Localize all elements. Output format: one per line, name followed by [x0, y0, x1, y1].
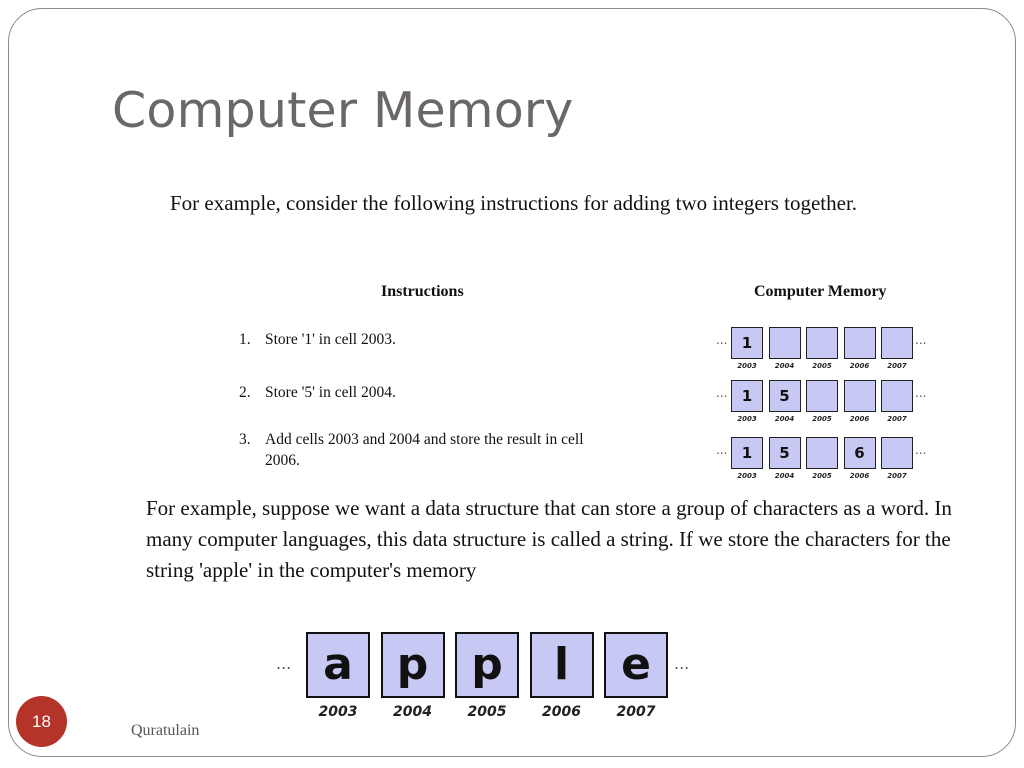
instruction-text: Store '5' in cell 2004.	[265, 384, 396, 401]
memory-address: 2004	[774, 362, 795, 370]
ellipsis-left: ...	[716, 333, 728, 347]
memory-cell: 1	[731, 380, 763, 412]
memory-address: 2003	[737, 415, 757, 423]
memory-address: 2007	[887, 472, 907, 480]
memory-address: 2007	[887, 415, 907, 423]
memory-cell	[881, 380, 913, 412]
string-char-cell: p	[380, 632, 445, 698]
string-char-cell: l	[529, 632, 594, 698]
memory-address: 2003	[737, 472, 757, 480]
ellipsis-right: ...	[915, 333, 927, 347]
memory-cell	[881, 327, 913, 359]
memory-address: 2006	[849, 362, 870, 370]
ellipsis-right: ...	[915, 386, 927, 400]
string-char-address: 2003	[318, 704, 358, 720]
memory-address: 2003	[737, 362, 757, 370]
string-char-address: 2006	[542, 704, 581, 720]
memory-header: Computer Memory	[754, 283, 887, 300]
memory-cell	[806, 327, 838, 359]
memory-cell	[881, 437, 913, 469]
memory-address: 2005	[812, 362, 832, 370]
memory-address: 2006	[849, 472, 870, 480]
string-char-address: 2004	[393, 704, 432, 720]
instruction-text: Store '1' in cell 2003.	[265, 331, 396, 348]
memory-cell	[806, 380, 838, 412]
memory-cell: 6	[843, 437, 876, 469]
memory-address: 2006	[849, 415, 870, 423]
memory-address: 2004	[774, 472, 795, 480]
instruction-number: 1.	[239, 331, 251, 348]
string-char-cell: a	[306, 632, 370, 698]
body-paragraph: For example, suppose we want a data stru…	[146, 496, 952, 582]
memory-address: 2005	[812, 415, 832, 423]
memory-cell: 5	[768, 380, 801, 412]
memory-cell: 5	[768, 437, 801, 469]
instructions-header: Instructions	[381, 283, 464, 300]
string-char-cell: p	[455, 632, 519, 698]
footer-author: Quratulain	[131, 722, 200, 739]
slide-title: Computer Memory	[112, 82, 574, 139]
ellipsis-left: ...	[276, 654, 292, 673]
page-number-badge: 18	[16, 696, 67, 747]
instruction-number: 2.	[239, 384, 251, 401]
intro-text: For example, consider the following inst…	[170, 191, 858, 215]
memory-address: 2005	[812, 472, 832, 480]
instruction-number: 3.	[239, 431, 251, 448]
ellipsis-left: ...	[716, 386, 728, 400]
memory-cell: 1	[731, 327, 763, 359]
memory-cell	[843, 327, 876, 359]
memory-cell: 1	[731, 437, 763, 469]
ellipsis-right: ...	[674, 654, 690, 673]
memory-address: 2007	[887, 362, 907, 370]
memory-cell	[843, 380, 876, 412]
instruction-text: Add cells 2003 and 2004 and store the re…	[265, 431, 584, 469]
string-char-address: 2007	[616, 704, 656, 720]
ellipsis-left: ...	[716, 443, 728, 457]
memory-cell	[806, 437, 838, 469]
memory-address: 2004	[774, 415, 795, 423]
ellipsis-right: ...	[915, 443, 927, 457]
memory-cell	[768, 327, 801, 359]
string-char-address: 2005	[467, 704, 507, 720]
string-char-cell: e	[604, 632, 668, 698]
